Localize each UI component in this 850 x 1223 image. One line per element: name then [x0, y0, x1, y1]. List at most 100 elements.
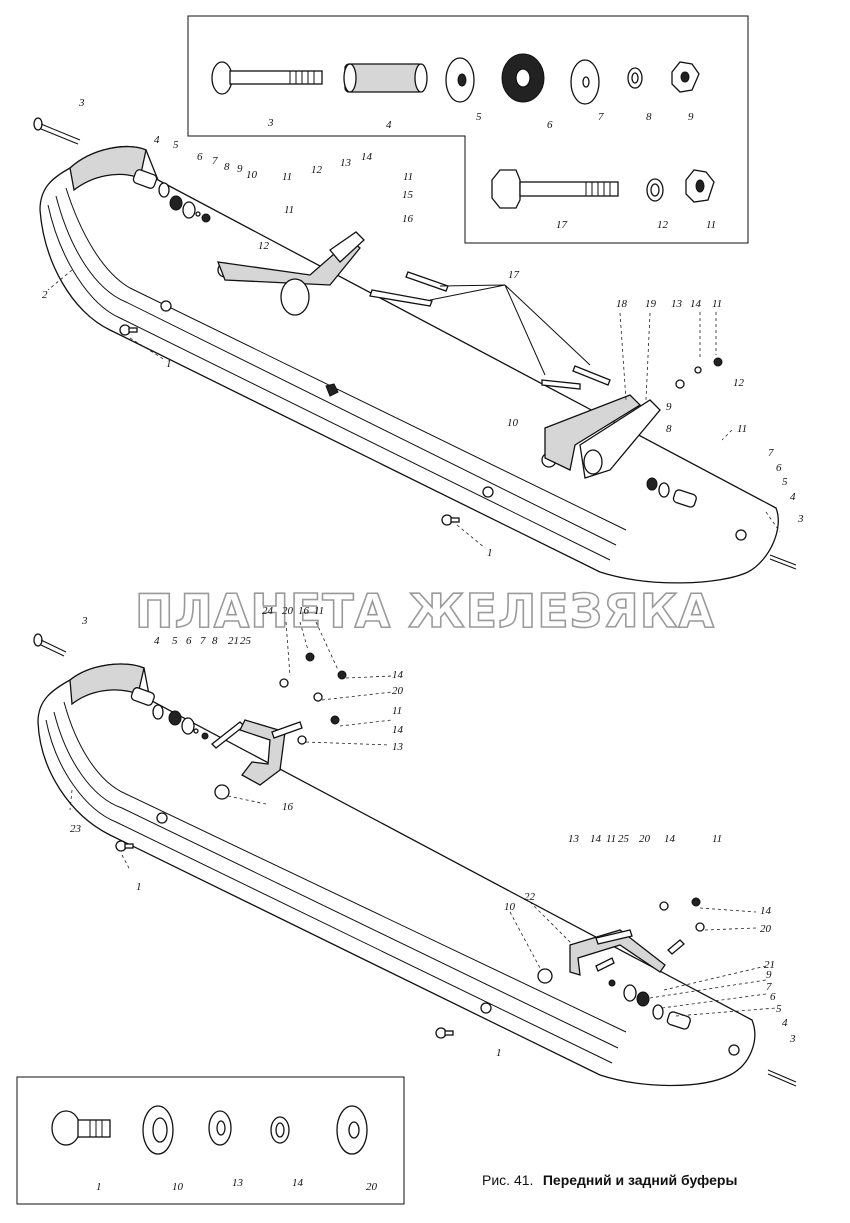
label-top-6: 6 — [547, 119, 553, 131]
svg-text:8: 8 — [666, 423, 672, 435]
rear-labels: 3 4 5 6 7 8 21 25 24 20 16 11 14 20 11 1… — [70, 605, 796, 1059]
svg-text:8: 8 — [224, 161, 230, 173]
svg-text:20: 20 — [760, 923, 772, 935]
svg-text:10: 10 — [507, 417, 519, 429]
svg-text:14: 14 — [392, 669, 404, 681]
inset-bolt-3 — [211, 61, 323, 95]
svg-text:11: 11 — [606, 833, 616, 845]
watermark: ПЛАНЕТА ЖЕЛЕЗЯКА — [135, 584, 715, 638]
front-labels: 3 4 5 6 7 8 9 10 11 12 13 14 11 11 12 15… — [42, 97, 804, 559]
label-top-12: 12 — [657, 219, 669, 231]
svg-text:4: 4 — [154, 635, 160, 647]
svg-text:10: 10 — [504, 901, 516, 913]
svg-text:16: 16 — [298, 605, 310, 617]
front-bracket-right — [544, 394, 661, 479]
svg-text:23: 23 — [70, 823, 82, 835]
svg-text:16: 16 — [282, 801, 294, 813]
inset-nut-9 — [671, 61, 700, 93]
svg-text:20: 20 — [366, 1181, 378, 1193]
svg-text:4: 4 — [154, 134, 160, 146]
figure-caption: Рис. 41. Передний и задний буферы — [482, 1172, 737, 1189]
inset-bolt-17 — [491, 169, 619, 209]
inset-washer-5 — [445, 57, 475, 103]
svg-text:11: 11 — [712, 833, 722, 845]
caption-prefix: Рис. 41. — [482, 1172, 533, 1188]
inset-nut-11 — [685, 169, 715, 203]
svg-text:13: 13 — [568, 833, 580, 845]
svg-text:10: 10 — [172, 1181, 184, 1193]
label-top-3: 3 — [267, 117, 274, 129]
svg-text:7: 7 — [212, 155, 218, 167]
caption-title: Передний и задний буферы — [543, 1172, 738, 1188]
inset-spring-washer-8 — [627, 67, 643, 89]
svg-text:14: 14 — [760, 905, 772, 917]
svg-text:4: 4 — [782, 1017, 788, 1029]
inset-spring-washer-12 — [646, 178, 664, 202]
svg-text:10: 10 — [246, 169, 258, 181]
svg-text:11: 11 — [737, 423, 747, 435]
svg-text:18: 18 — [616, 298, 628, 310]
svg-text:21: 21 — [764, 959, 775, 971]
bottom-inset: 1 10 13 14 20 — [16, 1076, 405, 1205]
svg-text:3: 3 — [789, 1033, 796, 1045]
inset-washer-7 — [570, 59, 600, 105]
svg-text:11: 11 — [284, 204, 294, 216]
svg-text:14: 14 — [690, 298, 702, 310]
svg-text:1: 1 — [96, 1181, 102, 1193]
svg-text:8: 8 — [212, 635, 218, 647]
svg-text:12: 12 — [733, 377, 745, 389]
svg-text:6: 6 — [197, 151, 203, 163]
svg-text:13: 13 — [392, 741, 404, 753]
svg-text:25: 25 — [618, 833, 630, 845]
inset-labels: 3 4 5 6 7 8 9 17 12 11 — [267, 111, 716, 231]
svg-text:17: 17 — [508, 269, 520, 281]
svg-text:1: 1 — [136, 881, 142, 893]
label-top-9: 9 — [688, 111, 694, 123]
svg-text:11: 11 — [403, 171, 413, 183]
svg-text:6: 6 — [770, 991, 776, 1003]
svg-text:7: 7 — [768, 447, 774, 459]
svg-text:15: 15 — [402, 189, 414, 201]
svg-text:9: 9 — [237, 163, 243, 175]
svg-text:12: 12 — [258, 240, 270, 252]
svg-text:19: 19 — [645, 298, 657, 310]
top-inset: 3 4 5 6 7 8 9 17 12 11 — [187, 15, 749, 244]
svg-text:13: 13 — [671, 298, 683, 310]
bottom-inset-labels: 1 10 13 14 20 — [96, 1177, 378, 1193]
svg-text:12: 12 — [311, 164, 323, 176]
svg-text:22: 22 — [524, 891, 536, 903]
svg-text:16: 16 — [402, 213, 414, 225]
svg-text:9: 9 — [766, 969, 772, 981]
label-top-17: 17 — [556, 219, 568, 231]
svg-text:14: 14 — [361, 151, 373, 163]
svg-text:20: 20 — [639, 833, 651, 845]
inset-cushion-6 — [501, 53, 545, 103]
svg-text:24: 24 — [262, 605, 274, 617]
svg-text:3: 3 — [78, 97, 85, 109]
svg-text:1: 1 — [496, 1047, 502, 1059]
svg-text:11: 11 — [282, 171, 292, 183]
label-top-8: 8 — [646, 111, 652, 123]
svg-text:5: 5 — [172, 635, 178, 647]
svg-text:25: 25 — [240, 635, 252, 647]
svg-text:2: 2 — [42, 289, 48, 301]
svg-text:21: 21 — [228, 635, 239, 647]
svg-text:14: 14 — [292, 1177, 304, 1189]
front-bolt-1 — [119, 324, 460, 526]
svg-text:9: 9 — [666, 401, 672, 413]
svg-text:20: 20 — [282, 605, 294, 617]
svg-text:1: 1 — [166, 358, 172, 370]
svg-text:13: 13 — [340, 157, 352, 169]
svg-text:7: 7 — [766, 981, 772, 993]
svg-text:6: 6 — [186, 635, 192, 647]
front-bumper: 3 4 5 6 7 8 9 10 11 12 13 14 11 11 12 15… — [33, 97, 804, 584]
svg-text:11: 11 — [392, 705, 402, 717]
svg-text:6: 6 — [776, 462, 782, 474]
label-top-4: 4 — [386, 119, 392, 131]
svg-text:14: 14 — [392, 724, 404, 736]
svg-text:5: 5 — [776, 1003, 782, 1015]
svg-text:1: 1 — [487, 547, 493, 559]
svg-text:3: 3 — [81, 615, 88, 627]
rear-bracket-right — [569, 929, 685, 976]
